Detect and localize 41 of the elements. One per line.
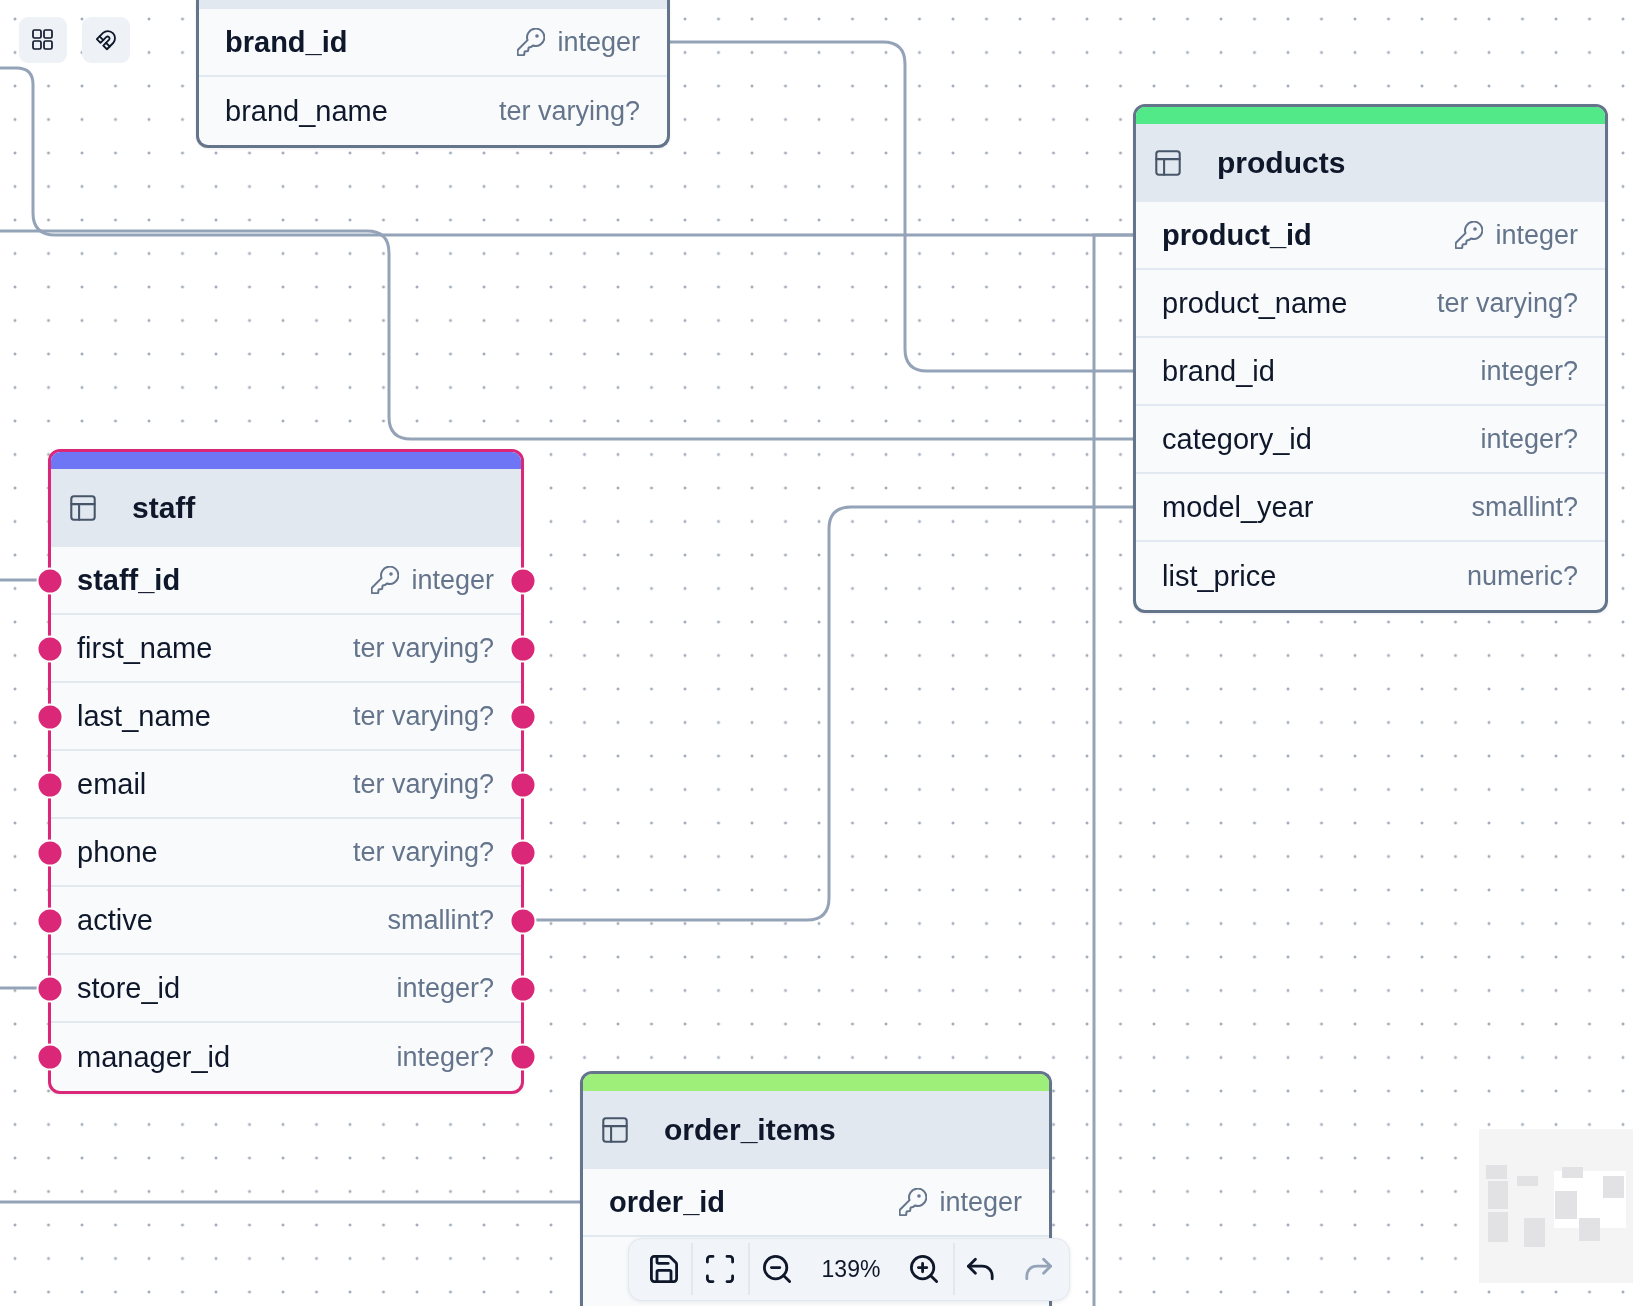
- column-name: brand_id: [225, 25, 348, 59]
- column-name: product_id: [1162, 218, 1312, 252]
- column-type: integer?: [1480, 355, 1578, 387]
- column-name: list_price: [1162, 559, 1277, 593]
- column-name: product_name: [1162, 286, 1348, 320]
- column-type: ter varying?: [352, 700, 494, 732]
- column-type: integer?: [396, 972, 494, 1004]
- column-type: integer?: [396, 1041, 494, 1073]
- column-type: integer?: [1480, 423, 1578, 455]
- column-type: ter varying?: [498, 95, 640, 127]
- column-name: brand_name: [225, 94, 388, 128]
- column-type: integer: [1495, 219, 1578, 251]
- column-type: ter varying?: [352, 632, 494, 664]
- column-type: integer: [557, 26, 640, 58]
- column-type: integer: [411, 564, 494, 596]
- column-name: phone: [77, 835, 158, 869]
- column-name: first_name: [77, 631, 213, 665]
- column-name: store_id: [77, 971, 181, 1005]
- column-name: staff_id: [77, 563, 181, 597]
- table-card: [48, 449, 524, 1094]
- column-name: email: [77, 767, 147, 801]
- column-name: active: [77, 903, 153, 937]
- column-type: ter varying?: [352, 836, 494, 868]
- table-name: staff: [132, 490, 196, 526]
- column-type: smallint?: [387, 904, 494, 936]
- column-type: ter varying?: [1436, 287, 1578, 319]
- column-name: category_id: [1162, 422, 1312, 456]
- column-type: ter varying?: [352, 768, 494, 800]
- column-type: smallint?: [1471, 491, 1578, 523]
- table-name: order_items: [664, 1112, 836, 1148]
- table-card: [196, 0, 670, 148]
- column-name: order_id: [609, 1185, 726, 1219]
- table-card: [1133, 104, 1608, 613]
- column-name: brand_id: [1162, 354, 1275, 388]
- column-name: model_year: [1162, 490, 1314, 524]
- column-name: manager_id: [77, 1040, 231, 1074]
- column-type: integer: [939, 1186, 1022, 1218]
- zoom-level: 139%: [820, 1255, 882, 1283]
- table-name: products: [1217, 145, 1346, 181]
- column-name: last_name: [77, 699, 211, 733]
- column-type: numeric?: [1466, 560, 1578, 592]
